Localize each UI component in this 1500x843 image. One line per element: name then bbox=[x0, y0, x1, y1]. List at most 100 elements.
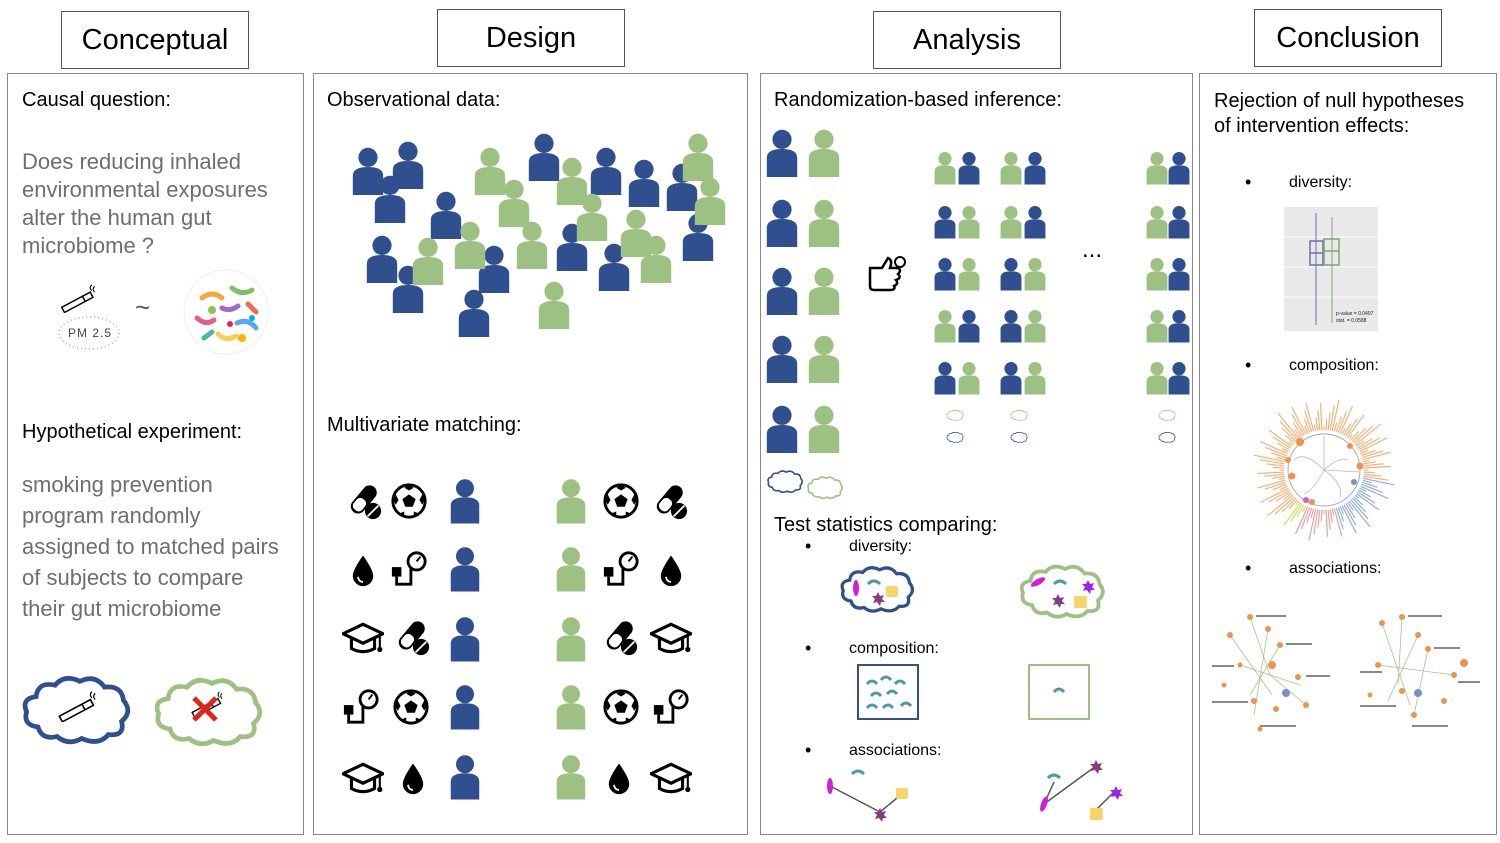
tree-ray bbox=[1357, 491, 1376, 504]
tree-ray bbox=[1264, 446, 1287, 457]
tree-ray bbox=[1296, 504, 1305, 518]
conclusion-title: Rejection of null hypotheses of interven… bbox=[1214, 89, 1464, 139]
tree-ray bbox=[1354, 494, 1360, 499]
tree-ray bbox=[1320, 509, 1323, 521]
coin-flip-icon bbox=[868, 256, 906, 292]
test-statistics-label: Test statistics comparing: bbox=[774, 514, 998, 536]
tree-ray bbox=[1277, 412, 1300, 440]
panel-analysis bbox=[760, 73, 1193, 835]
no-smoking-icon bbox=[191, 691, 223, 722]
causal-line: microbiome ? bbox=[22, 233, 155, 258]
tree-ray bbox=[1313, 424, 1317, 431]
hypothetical-experiment-text: smoking prevention program randomly assi… bbox=[22, 469, 297, 624]
tree-ray bbox=[1351, 497, 1367, 513]
association-network-blue bbox=[827, 769, 908, 822]
tree-ray bbox=[1356, 440, 1365, 447]
observational-data-label: Observational data: bbox=[327, 89, 501, 111]
tree-ray bbox=[1348, 434, 1353, 440]
multivariate-matching-label: Multivariate matching: bbox=[327, 414, 522, 436]
tree-ray bbox=[1264, 473, 1285, 477]
tree-ray bbox=[1259, 459, 1285, 465]
tree-ray bbox=[1356, 493, 1380, 511]
tree-ray bbox=[1272, 436, 1291, 449]
tree-ray bbox=[1362, 479, 1372, 484]
observational-people bbox=[352, 133, 726, 337]
tree-ray bbox=[1288, 499, 1298, 510]
causal-line: environmental exposures bbox=[22, 177, 268, 202]
conclusion-bullet-composition: composition: bbox=[1245, 355, 1379, 376]
conclusion-title-line: of intervention effects: bbox=[1214, 115, 1410, 137]
hyp-line: program randomly bbox=[22, 503, 201, 528]
tree-ray bbox=[1361, 449, 1376, 457]
tree-ray bbox=[1317, 509, 1321, 528]
tree-ray bbox=[1317, 410, 1321, 431]
hypothetical-experiment-label: Hypothetical experiment: bbox=[22, 421, 243, 443]
randomization-inference-label: Randomization-based inference: bbox=[774, 89, 1062, 111]
tree-ray bbox=[1353, 425, 1374, 444]
conclusion-bullet-diversity: diversity: bbox=[1245, 172, 1352, 193]
tree-ray bbox=[1295, 500, 1300, 506]
tree-ray bbox=[1278, 477, 1285, 481]
causal-line: alter the human gut bbox=[22, 205, 212, 230]
tree-ray bbox=[1294, 429, 1301, 438]
boxplot-pvalue: p-value = 0.0497 bbox=[1336, 311, 1374, 317]
tree-ray bbox=[1354, 423, 1382, 446]
causal-question-label: Causal question: bbox=[22, 89, 171, 111]
tree-ray bbox=[1276, 442, 1290, 451]
paired-people-column bbox=[766, 129, 844, 500]
causal-line: Does reducing inhaled bbox=[22, 149, 241, 174]
tree-ray bbox=[1331, 509, 1335, 516]
tree-ray bbox=[1363, 471, 1375, 474]
tree-ray bbox=[1327, 509, 1331, 530]
tree-ray bbox=[1292, 421, 1303, 437]
causal-question-text: Does reducing inhaled environmental expo… bbox=[22, 148, 297, 260]
tree-ray bbox=[1273, 466, 1285, 469]
tree-ray bbox=[1327, 412, 1331, 431]
tree-ray bbox=[1363, 461, 1377, 465]
analysis-bullet-associations: associations: bbox=[805, 740, 941, 761]
tree-ray bbox=[1257, 471, 1285, 475]
tree-ray bbox=[1357, 438, 1373, 449]
microbiome-icon bbox=[183, 269, 269, 355]
tree-ray bbox=[1271, 475, 1285, 479]
tree-ray bbox=[1302, 505, 1307, 513]
tree-ray bbox=[1358, 437, 1380, 451]
pm25-icon bbox=[58, 316, 120, 350]
tree-ray bbox=[1347, 502, 1354, 511]
tree-ray bbox=[1279, 420, 1298, 441]
tree-ray bbox=[1359, 487, 1367, 492]
panel-conclusion bbox=[1199, 73, 1497, 835]
tree-ray bbox=[1363, 473, 1382, 477]
tree-ray bbox=[1259, 440, 1288, 455]
tree-ray bbox=[1303, 425, 1309, 434]
tree-ray bbox=[1353, 496, 1364, 506]
boxplot-stat: stat. = 0.0588 bbox=[1336, 318, 1367, 324]
tree-ray bbox=[1319, 403, 1323, 431]
composition-circular-tree bbox=[1253, 399, 1395, 541]
tree-ray bbox=[1341, 505, 1357, 534]
tree-ray bbox=[1345, 503, 1356, 519]
tree-ray bbox=[1291, 406, 1307, 435]
tree-ray bbox=[1303, 418, 1311, 433]
cigarette-icon bbox=[55, 283, 99, 313]
hyp-line: smoking prevention bbox=[22, 472, 213, 497]
tree-ray bbox=[1363, 465, 1391, 469]
tree-ray bbox=[1305, 403, 1315, 432]
association-network-right bbox=[1360, 614, 1480, 727]
tree-ray bbox=[1329, 405, 1335, 431]
tree-ray bbox=[1348, 500, 1371, 528]
tree-ray bbox=[1272, 483, 1287, 491]
header-design: Design bbox=[437, 9, 625, 67]
tree-ray bbox=[1333, 508, 1343, 537]
tree-ray bbox=[1351, 427, 1367, 443]
association-network-green bbox=[1040, 760, 1123, 820]
header-conclusion: Conclusion bbox=[1254, 9, 1442, 67]
hyp-line: of subjects to compare bbox=[22, 565, 244, 590]
analysis-bullet-diversity: diversity: bbox=[805, 536, 912, 557]
matched-pairs bbox=[342, 479, 692, 800]
header-conceptual: Conceptual bbox=[61, 11, 249, 69]
tree-ray bbox=[1343, 422, 1352, 436]
tree-ray bbox=[1306, 507, 1313, 524]
hyp-line: assigned to matched pairs bbox=[22, 534, 279, 559]
hyp-line: their gut microbiome bbox=[22, 596, 222, 621]
